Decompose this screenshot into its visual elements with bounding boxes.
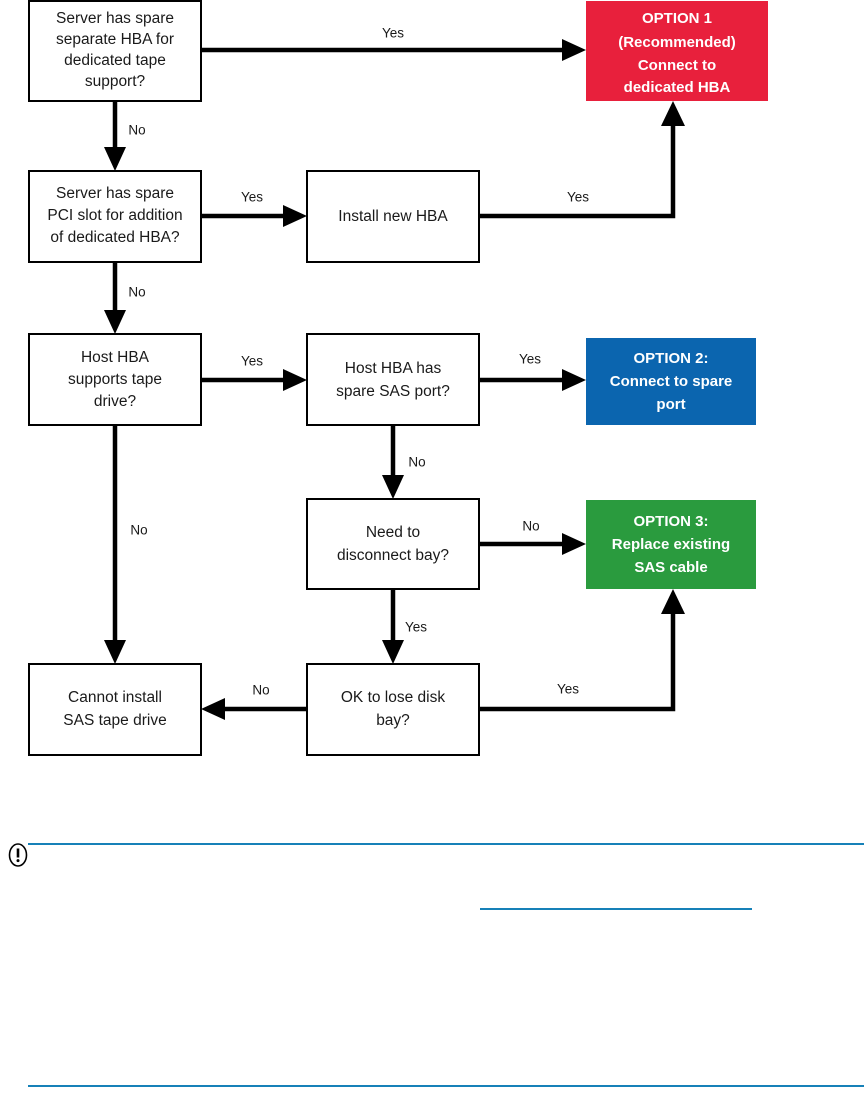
arrowhead-icon bbox=[661, 589, 685, 614]
option-label-line: Connect to spare bbox=[610, 373, 733, 390]
edge-label-d1-yes: Yes bbox=[382, 26, 404, 41]
edge-label-d6-no: No bbox=[252, 683, 269, 698]
arrowhead-icon bbox=[562, 39, 586, 61]
node-label-line: bay? bbox=[376, 712, 410, 729]
edge-label-d3-no: No bbox=[130, 523, 147, 538]
note-bottom-rule bbox=[28, 1085, 864, 1087]
option-label-line: (Recommended) bbox=[618, 34, 736, 51]
node-label-line: spare SAS port? bbox=[336, 383, 450, 400]
edge-d1-yes-to-option1 bbox=[201, 39, 586, 61]
edge-label-d2-no: No bbox=[128, 285, 145, 300]
option-label-line: Connect to bbox=[638, 57, 716, 74]
edge-label-d5-yes: Yes bbox=[405, 620, 427, 635]
edge-label-d6-yes: Yes bbox=[557, 682, 579, 697]
node-label-line: Server has spare bbox=[56, 10, 174, 27]
node-label-line: supports tape bbox=[68, 371, 162, 388]
node-label-line: disconnect bay? bbox=[337, 547, 449, 564]
node-label-line: OK to lose disk bbox=[341, 689, 445, 706]
option-label-line: dedicated HBA bbox=[624, 79, 731, 96]
arrowhead-icon bbox=[562, 533, 586, 555]
option-label-line: OPTION 2: bbox=[633, 350, 708, 367]
node-box bbox=[306, 170, 480, 263]
arrowhead-icon bbox=[201, 698, 225, 720]
edge-d6-no-to-cannot-install bbox=[201, 698, 307, 720]
edge-d5-no-to-option3 bbox=[479, 533, 586, 555]
node-label-line: of dedicated HBA? bbox=[50, 229, 180, 246]
node-cannot-install-sas-tape-drive[interactable]: Cannot install SAS tape drive bbox=[28, 663, 202, 756]
option-1-box bbox=[586, 1, 768, 101]
edge-d2-no-to-d3 bbox=[104, 262, 126, 334]
node-label-line: dedicated tape bbox=[64, 52, 166, 69]
edge-d4-yes-to-option2 bbox=[479, 369, 586, 391]
edge-d3-yes-to-d4 bbox=[201, 369, 307, 391]
edge-label-d4-no: No bbox=[408, 455, 425, 470]
option-label-line: OPTION 3: bbox=[633, 513, 708, 530]
node-box bbox=[28, 663, 202, 756]
node-need-to-disconnect-bay[interactable]: Need to disconnect bay? bbox=[306, 498, 480, 590]
node-server-has-spare-hba[interactable]: Server has spare separate HBA for dedica… bbox=[28, 0, 202, 102]
node-box bbox=[306, 333, 480, 426]
edge-label-d2-yes: Yes bbox=[241, 190, 263, 205]
arrowhead-icon bbox=[283, 369, 307, 391]
edge-label-d4-yes: Yes bbox=[519, 352, 541, 367]
edge-d6-yes-to-option3 bbox=[479, 589, 685, 712]
note-top-rule bbox=[28, 843, 864, 845]
node-option-2-connect-to-spare-port[interactable]: OPTION 2: Connect to spare port bbox=[586, 338, 756, 425]
edge-label-install-hba-yes: Yes bbox=[567, 190, 589, 205]
node-label-line: Cannot install bbox=[68, 689, 162, 706]
edge-d2-yes-to-install-hba bbox=[201, 205, 307, 227]
option-2-box bbox=[586, 338, 756, 425]
node-install-new-hba[interactable]: Install new HBA bbox=[306, 170, 480, 263]
node-host-hba-has-spare-sas-port[interactable]: Host HBA has spare SAS port? bbox=[306, 333, 480, 426]
node-label-line: Host HBA has bbox=[345, 360, 442, 377]
node-label-line: SAS tape drive bbox=[63, 712, 166, 729]
arrowhead-icon bbox=[104, 310, 126, 334]
node-option-1-connect-to-dedicated-hba[interactable]: OPTION 1 (Recommended) Connect to dedica… bbox=[586, 1, 768, 101]
note-inline-rule bbox=[480, 908, 752, 910]
node-label-line: drive? bbox=[94, 393, 137, 410]
node-box bbox=[28, 170, 202, 263]
edge-label-d5-no: No bbox=[522, 519, 539, 534]
node-label-line: separate HBA for bbox=[56, 31, 174, 48]
node-label-line: support? bbox=[85, 73, 146, 90]
node-label-line: Host HBA bbox=[81, 349, 150, 366]
edge-label-d1-no: No bbox=[128, 123, 145, 138]
arrowhead-icon bbox=[104, 640, 126, 664]
edge-d5-yes-to-d6 bbox=[382, 589, 404, 664]
arrowhead-icon bbox=[562, 369, 586, 391]
node-box bbox=[28, 0, 202, 102]
node-ok-to-lose-disk-bay[interactable]: OK to lose disk bay? bbox=[306, 663, 480, 756]
node-box bbox=[306, 663, 480, 756]
option-label-line: Replace existing bbox=[612, 536, 730, 553]
arrowhead-icon bbox=[283, 205, 307, 227]
edge-d3-no-to-cannot-install bbox=[104, 425, 126, 664]
option-label-line: SAS cable bbox=[634, 559, 707, 576]
node-option-3-replace-existing-sas-cable[interactable]: OPTION 3: Replace existing SAS cable bbox=[586, 500, 756, 589]
arrowhead-icon bbox=[661, 101, 685, 126]
node-label-line: PCI slot for addition bbox=[47, 207, 182, 224]
important-notice-icon bbox=[8, 843, 28, 867]
edge-d4-no-to-d5 bbox=[382, 425, 404, 499]
edge-label-d3-yes: Yes bbox=[241, 354, 263, 369]
arrowhead-icon bbox=[382, 640, 404, 664]
edge-install-hba-yes-to-option1 bbox=[479, 101, 685, 219]
option-3-box bbox=[586, 500, 756, 589]
arrowhead-icon bbox=[104, 147, 126, 171]
node-label-line: Server has spare bbox=[56, 185, 174, 202]
node-server-has-spare-pci-slot[interactable]: Server has spare PCI slot for addition o… bbox=[28, 170, 202, 263]
arrowhead-icon bbox=[382, 475, 404, 499]
node-box bbox=[306, 498, 480, 590]
node-label-line: Install new HBA bbox=[338, 208, 448, 225]
node-label-line: Need to bbox=[366, 524, 420, 541]
option-label-line: port bbox=[656, 396, 685, 413]
node-host-hba-supports-tape-drive[interactable]: Host HBA supports tape drive? bbox=[28, 333, 202, 426]
node-box bbox=[28, 333, 202, 426]
edge-d1-no-to-d2 bbox=[104, 101, 126, 171]
option-label-line: OPTION 1 bbox=[642, 10, 712, 27]
flowchart-diagram: Server has spare separate HBA for dedica… bbox=[28, 0, 768, 756]
